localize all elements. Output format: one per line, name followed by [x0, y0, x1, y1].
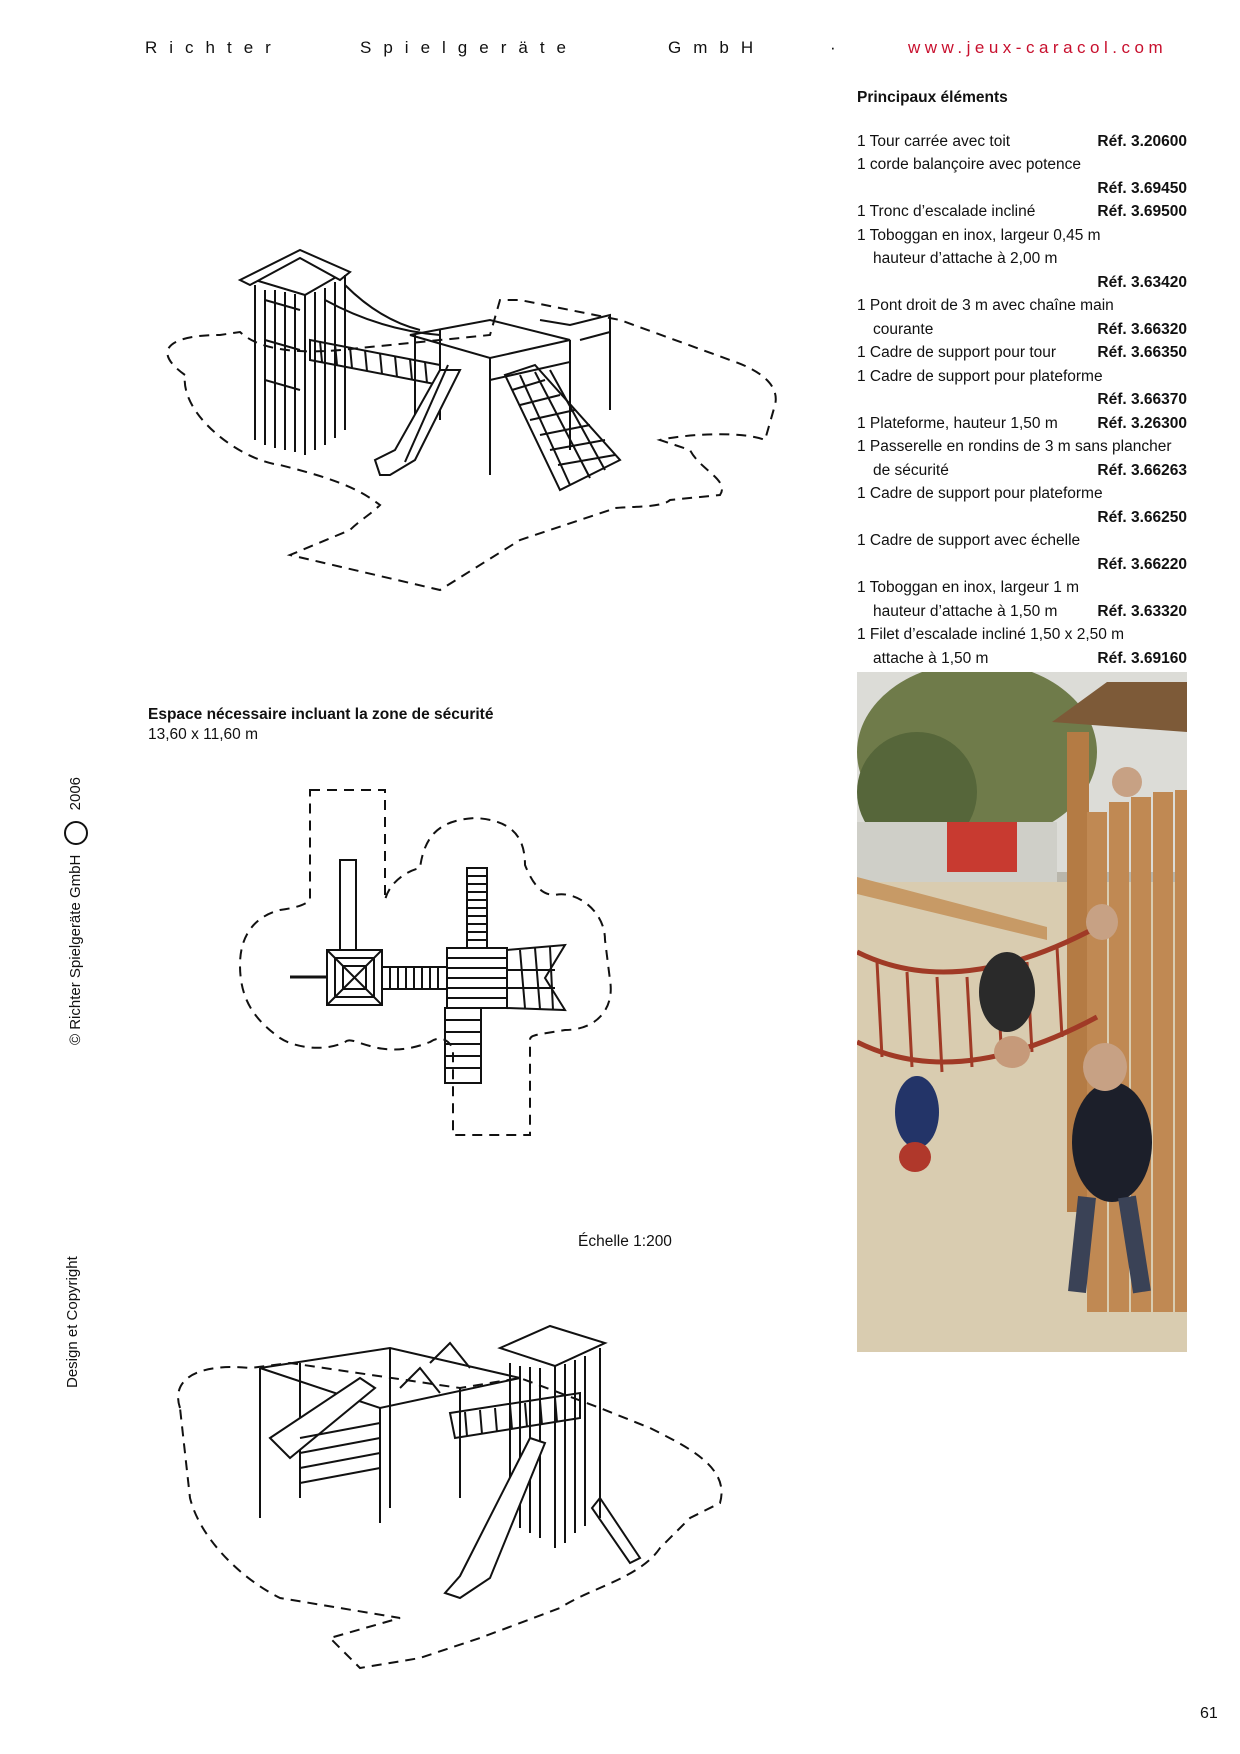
side-copyright: © Richter Spielgeräte GmbH 2006	[64, 777, 88, 1045]
header-company-name-2: Spielgeräte	[360, 38, 579, 57]
plan-ladder-top	[466, 867, 488, 949]
element-item: 1 Pont droit de 3 m avec chaîne main cour…	[857, 294, 1187, 341]
safety-zone-outline	[166, 299, 777, 592]
company-logo-icon	[64, 820, 88, 845]
element-text: 1 Cadre de support pour plateforme	[857, 485, 1103, 502]
element-ref: Réf. 3.66263	[1097, 461, 1187, 479]
element-ref: Réf. 3.66250	[1097, 508, 1187, 526]
bottom-slide	[443, 1436, 547, 1600]
isometric-view-top	[166, 248, 777, 592]
element-item: 1 Toboggan en inox, largeur 0,45 m hauteu…	[857, 224, 1187, 295]
element-ref: Réf. 3.63420	[1097, 273, 1187, 291]
element-item: 1 Plateforme, hauteur 1,50 m Réf. 3.26300	[857, 412, 1187, 436]
isometric-view-bottom	[177, 1324, 723, 1670]
header-company-form: GmbH	[668, 38, 766, 57]
element-ref: Réf. 3.66320	[1097, 320, 1187, 338]
element-text: 1 Cadre de support pour plateforme	[857, 367, 1103, 385]
element-item: 1 Toboggan en inox, largeur 1 m hauteur d…	[857, 576, 1187, 623]
slide	[373, 364, 462, 476]
page-number: 61	[1200, 1705, 1218, 1722]
climbing-net	[503, 363, 622, 492]
element-ref: Réf. 3.66350	[1097, 344, 1187, 361]
element-ref: Réf. 3.69450	[1097, 179, 1187, 197]
element-item: 1 Tronc d’escalade incliné Réf. 3.69500	[857, 200, 1187, 224]
plan-tower	[326, 949, 383, 1006]
element-ref: Réf. 3.69160	[1097, 649, 1187, 667]
element-text: 1 Filet d’escalade incliné 1,50 x 2,50 m	[857, 626, 1125, 643]
element-item: 1 Cadre de support pour tour Réf. 3.66350	[857, 341, 1187, 365]
plan-climbing-log	[339, 859, 357, 951]
plan-bridge	[381, 966, 448, 990]
plan-view	[238, 789, 612, 1136]
element-ref: Réf. 3.26300	[1097, 414, 1187, 432]
playground-photo	[857, 672, 1187, 1352]
bottom-bridge	[448, 1391, 581, 1440]
page-header: Richter Spielgeräte GmbH · www.jeux-cara…	[0, 38, 1240, 62]
element-text: hauteur d’attache à 1,50 m	[873, 602, 1058, 620]
space-requirement-dims: 13,60 x 11,60 m	[148, 726, 259, 743]
element-text: 1 Tronc d’escalade incliné	[857, 203, 1036, 220]
scale-label: Échelle 1:200	[578, 1233, 672, 1250]
bridge	[309, 284, 441, 387]
element-ref: Réf. 3.20600	[1097, 132, 1187, 150]
platform	[409, 313, 611, 475]
space-requirement-title: Espace nécessaire incluant la zone de sé…	[148, 706, 494, 723]
plan-platform	[446, 947, 508, 1009]
element-ref: Réf. 3.63320	[1097, 602, 1187, 620]
element-item: 1 Filet d’escalade incliné 1,50 x 2,50 m…	[857, 623, 1187, 670]
element-text: 1 Toboggan en inox, largeur 1 m	[857, 579, 1080, 596]
element-text: 1 Cadre de support pour tour	[857, 344, 1057, 361]
element-text: courante	[873, 320, 934, 338]
header-separator: ·	[830, 38, 848, 57]
element-text: 1 corde balançoire avec potence	[857, 156, 1082, 173]
element-text: attache à 1,50 m	[873, 649, 989, 667]
side-design-copyright: Design et Copyright	[64, 1256, 81, 1388]
element-item: 1 Tour carrée avec toit Réf. 3.20600	[857, 130, 1187, 154]
copyright-year: 2006	[66, 776, 84, 811]
element-text: 1 Cadre de support avec échelle	[857, 532, 1081, 549]
copyright-text: © Richter Spielgeräte GmbH	[66, 854, 84, 1045]
element-ref: Réf. 3.66370	[1097, 391, 1187, 408]
element-item: 1 Passerelle en rondins de 3 m sans plan…	[857, 435, 1187, 482]
element-text: 1 Passerelle en rondins de 3 m sans plan…	[857, 438, 1172, 455]
header-url[interactable]: www.jeux-caracol.com	[908, 38, 1168, 57]
element-text: 1 Toboggan en inox, largeur 0,45 m	[857, 226, 1101, 244]
header-company-name: Richter	[145, 38, 283, 57]
elements-list: Principaux éléments 1 Tour carrée avec t…	[857, 86, 1187, 670]
plan-slide	[444, 1007, 482, 1084]
element-text: 1 Plateforme, hauteur 1,50 m	[857, 414, 1058, 432]
element-ref: Réf. 3.69500	[1097, 203, 1187, 220]
element-ref: Réf. 3.66220	[1097, 555, 1187, 573]
plan-net	[506, 943, 567, 1012]
element-text: hauteur d’attache à 2,00 m	[873, 250, 1058, 267]
tower	[237, 248, 352, 455]
plan-safety-zone	[238, 789, 612, 1136]
element-text: 1 Pont droit de 3 m avec chaîne main	[857, 297, 1114, 314]
element-text: 1 Tour carrée avec toit	[857, 132, 1011, 150]
elements-title: Principaux éléments	[857, 89, 1008, 106]
bottom-safety-zone	[177, 1361, 723, 1670]
element-text: de sécurité	[873, 461, 949, 479]
space-requirement: Espace nécessaire incluant la zone de sé…	[148, 705, 493, 745]
bottom-climbing-log	[590, 1496, 642, 1565]
